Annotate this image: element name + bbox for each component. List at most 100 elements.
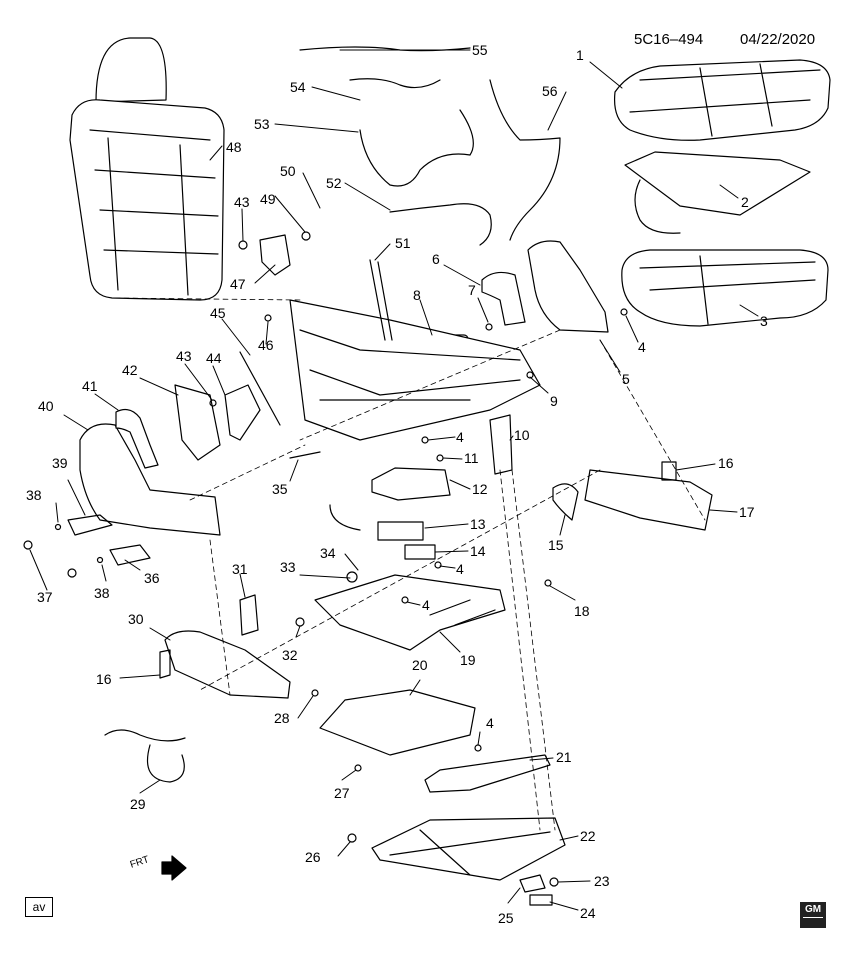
callout-36: 36 [144,570,160,586]
callout-21: 21 [556,749,572,765]
fasteners [23,231,677,906]
callout-20: 20 [412,657,428,673]
side-shield-part [527,240,609,333]
corner-tag: av [25,897,53,917]
callout-34: 34 [320,545,336,561]
callout-23: 23 [594,873,610,889]
release-handle-part [259,234,291,276]
callout-10: 10 [514,427,530,443]
callout-33: 33 [280,559,296,575]
gm-logo: GM [800,902,826,928]
callout-6: 6 [432,251,440,267]
callout-41: 41 [82,378,98,394]
callout-39: 39 [52,455,68,471]
callout-7: 7 [468,282,476,298]
front-arrow-icon [161,855,187,881]
callout-46: 46 [258,337,274,353]
callout-44: 44 [206,350,222,366]
callout-48: 48 [226,139,242,155]
trim-cap-part [115,408,159,469]
alignment-lines [114,297,706,831]
callout-28: 28 [274,710,290,726]
callout-50: 50 [280,163,296,179]
lower-trim-part [164,630,291,699]
callout-15: 15 [548,537,564,553]
callout-40: 40 [38,398,54,414]
callout-42: 42 [122,362,138,378]
diagram-date: 04/22/2020 [740,31,815,48]
seat-pan-part [319,689,476,756]
callout-4c: 4 [456,561,464,577]
callout-49: 49 [260,191,276,207]
diagram-code: 5C16–494 [634,31,703,48]
callout-4: 4 [638,339,646,355]
recliner-cover-part [174,384,221,461]
diagram-date-text: 04/22/2020 [740,31,816,48]
callout-47: 47 [230,276,246,292]
callout-32: 32 [282,647,298,663]
cushion-pad-part [621,249,829,327]
callout-11: 11 [464,450,479,466]
callout-43b: 43 [234,194,250,210]
corner-tag-text: av [32,900,46,914]
callout-labels: 1 2 3 4 5 6 7 8 9 4 10 11 12 13 14 4 15 … [26,42,768,926]
gm-logo-underline [803,917,823,930]
callout-8: 8 [413,287,421,303]
callout-53: 53 [254,116,270,132]
callout-38: 38 [94,585,110,601]
end-cap-part [552,483,579,521]
gm-logo-text: GM [804,904,822,915]
diagram-code-text: 5C16–494 [634,31,704,48]
adjuster-cover-part [424,754,551,793]
outer-cover-part [584,469,713,531]
callout-27: 27 [334,785,350,801]
callout-25: 25 [498,910,514,926]
control-module-part [371,467,451,501]
leader-lines [29,49,759,911]
inner-bracket-part [224,384,261,441]
seat-cushion-cover-part [613,59,831,141]
seat-back-part [69,37,225,301]
callout-4e: 4 [486,715,494,731]
callout-2: 2 [741,194,749,210]
callout-30: 30 [128,611,144,627]
callout-55: 55 [472,42,488,58]
wire-harnesses [299,46,561,246]
callout-24: 24 [580,905,596,921]
callout-19: 19 [460,652,476,668]
callout-31: 31 [232,561,248,577]
callout-51: 51 [395,235,411,251]
motor-parts [329,504,436,560]
callout-43: 43 [176,348,192,364]
callout-52: 52 [326,175,342,191]
callout-9: 9 [550,393,558,409]
callout-35: 35 [272,481,288,497]
callout-16: 16 [718,455,734,471]
seat-harness-part [104,729,186,783]
callout-3: 3 [760,313,768,329]
callout-4b: 4 [456,429,464,445]
finish-strip-part [489,414,513,475]
heater-mat-part [624,151,811,234]
callout-22: 22 [580,828,596,844]
callout-16b: 16 [96,671,112,687]
callout-4d: 4 [422,597,430,613]
callout-13: 13 [470,516,486,532]
callout-14: 14 [470,543,486,559]
callout-56: 56 [542,83,558,99]
callout-38b: 38 [26,487,42,503]
callout-37: 37 [37,589,53,605]
callout-5: 5 [622,371,630,387]
callout-26: 26 [305,849,321,865]
callout-29: 29 [130,796,146,812]
callout-17: 17 [739,504,755,520]
callout-54: 54 [290,79,306,95]
seat-frame-part [289,259,541,441]
callout-1: 1 [576,47,584,63]
callout-45: 45 [210,305,226,321]
side-trim-panel-part [79,423,221,536]
callout-12: 12 [472,481,488,497]
callout-18: 18 [574,603,590,619]
